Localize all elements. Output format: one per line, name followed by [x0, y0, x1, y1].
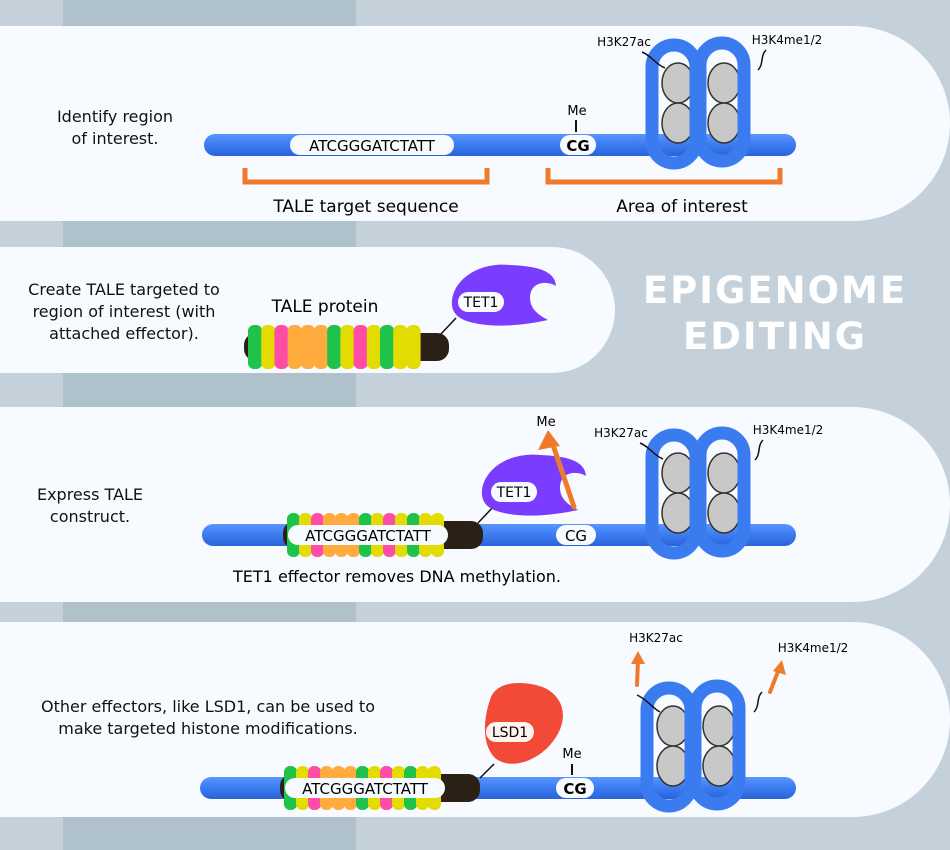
mark-h3k27ac: H3K27ac [629, 631, 683, 645]
mark-h3k27ac: H3K27ac [594, 426, 648, 440]
me-label: Me [562, 747, 581, 762]
me-label: Me [567, 104, 586, 119]
removal-arrow-shaft [549, 439, 577, 510]
mark-arrow-shaft [635, 658, 640, 687]
tale-repeat-yellow [261, 325, 276, 369]
step-3-panel [0, 407, 950, 602]
sequence-pill [285, 778, 445, 798]
tet1-label: TET1 [496, 485, 532, 501]
tale-repeat-green [380, 325, 395, 369]
caption-line: of interest. [71, 129, 159, 148]
tet1-pill [458, 292, 504, 312]
bracket-tale-target [242, 168, 490, 185]
linker [439, 317, 457, 336]
target-sequence: ATCGGGATCTATT [309, 137, 436, 155]
tale-repeat-pink [274, 325, 289, 369]
mark-h3k4me: H3K4me1/2 [778, 641, 849, 655]
step-1-panel [0, 26, 950, 221]
mark-tail [639, 442, 664, 460]
mark-h3k4me: H3K4me1/2 [753, 423, 824, 437]
step-4-diagram: ATCGGGATCTATT LSD1 CG Me H3K27ac H3K4me1… [200, 631, 848, 810]
tale-repeat-orange [314, 325, 329, 369]
caption-line: attached effector). [49, 324, 199, 343]
tet1-label: TET1 [463, 295, 499, 311]
tale-repeat-yellow [340, 325, 355, 369]
linker [477, 505, 495, 524]
step-3-note: TET1 effector removes DNA methylation. [232, 567, 561, 586]
cg-pill [556, 525, 596, 545]
cg-label: CG [565, 527, 587, 545]
title-line-1: EPIGENOME [642, 269, 908, 312]
sequence-pill [290, 135, 454, 155]
mark-tail [636, 694, 661, 713]
sequence-pill [288, 525, 448, 545]
bracket-label-tale: TALE target sequence [272, 197, 458, 217]
mark-tail [757, 49, 767, 71]
mark-h3k27ac: H3K27ac [597, 35, 651, 49]
step-2-diagram: TALE protein TET1 [244, 264, 556, 369]
removal-arrow-head [538, 430, 560, 450]
cg-pill [556, 778, 594, 798]
tale-repeat-green [248, 325, 263, 369]
mark-tail [754, 439, 764, 461]
cg-pill [560, 135, 596, 155]
linker [479, 763, 495, 779]
lsd1-label: LSD1 [492, 725, 528, 741]
tale-repeat-yellow [366, 325, 381, 369]
tale-repeat-orange [287, 325, 302, 369]
caption-line: Create TALE targeted to [28, 280, 220, 299]
mark-arrow-head [631, 651, 645, 664]
target-sequence: ATCGGGATCTATT [305, 527, 432, 545]
step-4-caption: Other effectors, like LSD1, can be used … [8, 696, 408, 740]
step-1-diagram: ATCGGGATCTATT CG Me H3K27ac H3K4me1/2 TA… [204, 33, 822, 217]
cg-label: CG [566, 137, 589, 155]
caption-line: construct. [49, 507, 131, 526]
step-3-diagram: ATCGGGATCTATT TET1 Me CG H3K27ac H3K4me1… [202, 415, 823, 586]
mark-h3k4me: H3K4me1/2 [752, 33, 823, 47]
bracket-area-of-interest [545, 168, 783, 185]
mark-arrow-shaft [768, 667, 781, 694]
tale-repeat-orange [300, 325, 315, 369]
target-sequence: ATCGGGATCTATT [302, 780, 429, 798]
tale-repeat-yellow [393, 325, 408, 369]
step-3-caption: Express TALE construct. [20, 484, 160, 528]
caption-line: Express TALE [36, 485, 144, 504]
tale-repeat-yellow [406, 325, 421, 369]
cg-label: CG [563, 780, 586, 798]
mark-arrow-head [773, 660, 786, 675]
mark-tail [753, 691, 763, 713]
mark-tail [641, 51, 666, 69]
step-1-caption: Identify region of interest. [20, 106, 210, 150]
diagram-title: EPIGENOME EDITING [640, 268, 910, 360]
tale-repeat-green [327, 325, 342, 369]
caption-line: Other effectors, like LSD1, can be used … [41, 697, 375, 716]
removed-me-label: Me [536, 415, 555, 430]
caption-line: region of interest (with [32, 302, 216, 321]
tale-repeats [248, 325, 421, 369]
step-2-caption: Create TALE targeted to region of intere… [8, 279, 240, 345]
tale-repeat-pink [353, 325, 368, 369]
bracket-label-area: Area of interest [616, 197, 748, 217]
tet1-pill [491, 482, 537, 502]
lsd1-pill [486, 722, 534, 742]
caption-line: Identify region [56, 107, 174, 126]
tale-protein-label: TALE protein [271, 297, 379, 317]
caption-line: make targeted histone modifications. [58, 719, 358, 738]
title-line-2: EDITING [682, 315, 868, 358]
